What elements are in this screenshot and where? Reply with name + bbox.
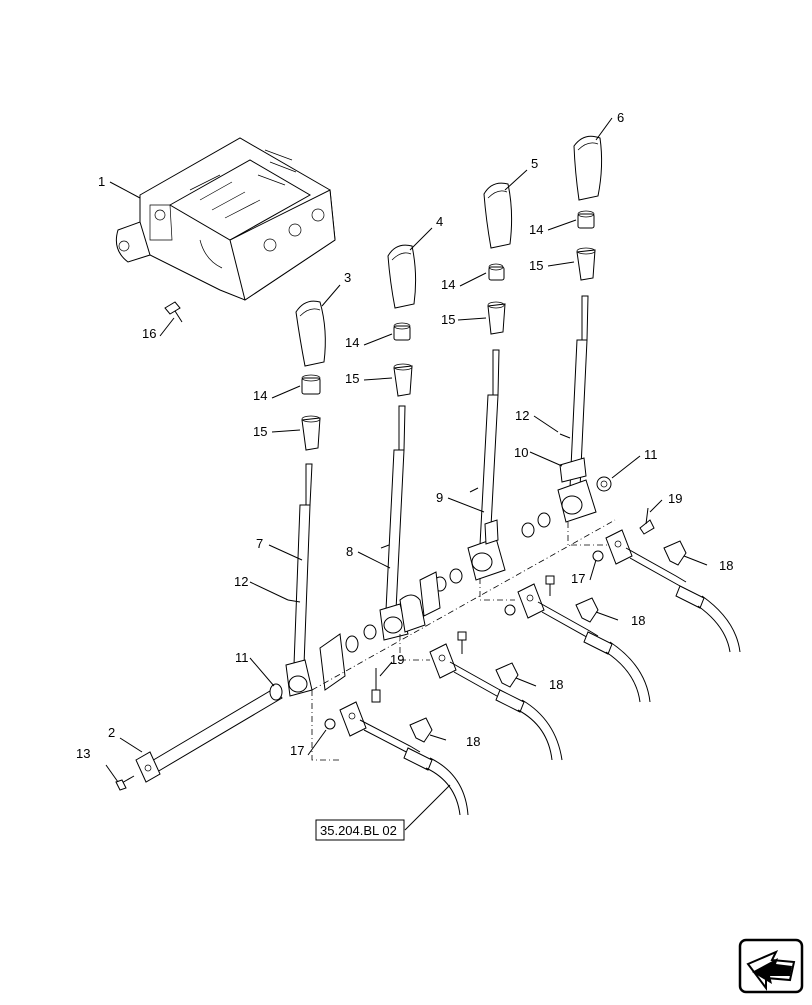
callout-16: 16 bbox=[142, 326, 156, 341]
shaft-2 bbox=[115, 683, 283, 791]
callout-17b: 17 bbox=[571, 571, 585, 586]
callout-14a: 14 bbox=[253, 388, 267, 403]
lever-10 bbox=[557, 295, 597, 523]
callout-18a: 18 bbox=[466, 734, 480, 749]
callout-15b: 15 bbox=[345, 371, 359, 386]
callout-12b: 12 bbox=[515, 408, 529, 423]
clips-18 bbox=[409, 540, 687, 743]
callout-4: 4 bbox=[436, 214, 443, 229]
callout-18b: 18 bbox=[549, 677, 563, 692]
callout-8: 8 bbox=[346, 544, 353, 559]
console-housing bbox=[115, 137, 336, 301]
knob-5 bbox=[483, 182, 513, 249]
reference-box[interactable]: 35.204.BL 02 bbox=[315, 819, 405, 841]
alignment-lines bbox=[311, 519, 616, 761]
cable-assemblies bbox=[339, 529, 741, 816]
bushings-14 bbox=[301, 210, 595, 395]
callout-14d: 14 bbox=[529, 222, 543, 237]
callout-6: 6 bbox=[617, 110, 624, 125]
lever-8 bbox=[379, 405, 426, 641]
reference-label[interactable]: 35.204.BL 02 bbox=[320, 823, 397, 838]
callout-15a: 15 bbox=[253, 424, 267, 439]
callout-18c: 18 bbox=[631, 613, 645, 628]
knob-6 bbox=[573, 135, 603, 201]
adapters-15 bbox=[301, 247, 596, 451]
callout-3: 3 bbox=[344, 270, 351, 285]
lever-9 bbox=[467, 349, 506, 581]
callout-12a: 12 bbox=[234, 574, 248, 589]
leader-lines bbox=[105, 117, 708, 831]
lever-7 bbox=[285, 463, 313, 697]
callout-11a: 11 bbox=[235, 650, 249, 665]
callout-15d: 15 bbox=[529, 258, 543, 273]
knob-3 bbox=[295, 300, 326, 367]
callout-11b: 11 bbox=[644, 447, 658, 462]
bolts-19 bbox=[371, 507, 655, 703]
bolt-16 bbox=[164, 301, 183, 323]
callout-7: 7 bbox=[256, 536, 263, 551]
callout-2: 2 bbox=[108, 725, 115, 740]
callout-1: 1 bbox=[98, 174, 105, 189]
callout-13: 13 bbox=[76, 746, 90, 761]
callout-5: 5 bbox=[531, 156, 538, 171]
callout-19b: 19 bbox=[668, 491, 682, 506]
callout-14b: 14 bbox=[345, 335, 359, 350]
knob-4 bbox=[387, 244, 417, 309]
pins-12 bbox=[287, 433, 571, 603]
callout-9: 9 bbox=[436, 490, 443, 505]
callout-14c: 14 bbox=[441, 277, 455, 292]
callout-15c: 15 bbox=[441, 312, 455, 327]
callout-19a: 19 bbox=[390, 652, 404, 667]
next-page-arrow-icon[interactable] bbox=[738, 938, 804, 994]
axis-spacers bbox=[319, 476, 612, 691]
callout-numbers: 1 2 3 4 5 6 7 8 9 10 11 11 12 12 13 14 1… bbox=[76, 110, 733, 761]
callout-17a: 17 bbox=[290, 743, 304, 758]
nuts-17 bbox=[324, 550, 604, 730]
callout-10: 10 bbox=[514, 445, 528, 460]
callout-18d: 18 bbox=[719, 558, 733, 573]
